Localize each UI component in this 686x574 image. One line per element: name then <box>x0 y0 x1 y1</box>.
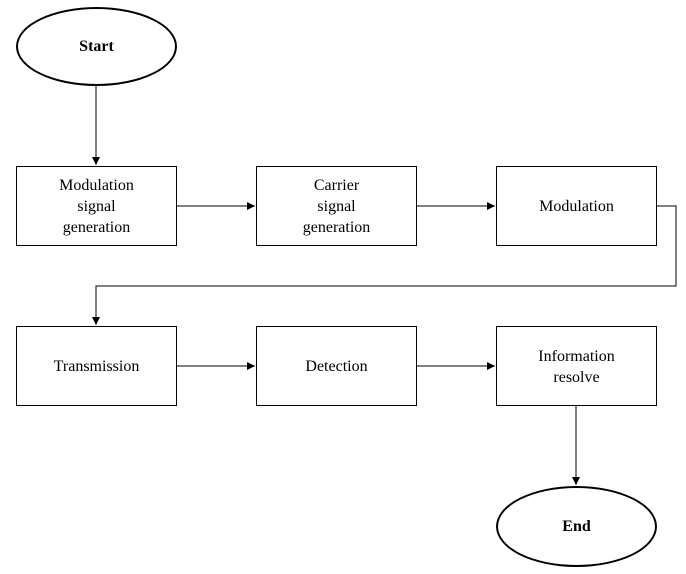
start-node: Start <box>16 7 177 86</box>
modulation-signal-generation-node: Modulation signal generation <box>16 166 177 246</box>
transmission-node: Transmission <box>16 326 177 406</box>
modulation-node: Modulation <box>496 166 657 246</box>
arrow-modulation-to-transmission <box>92 205 677 325</box>
carrier-signal-generation-node: Carrier signal generation <box>256 166 417 246</box>
detection-node: Detection <box>256 326 417 406</box>
end-node: End <box>496 486 657 567</box>
information-resolve-node: Information resolve <box>496 326 657 406</box>
